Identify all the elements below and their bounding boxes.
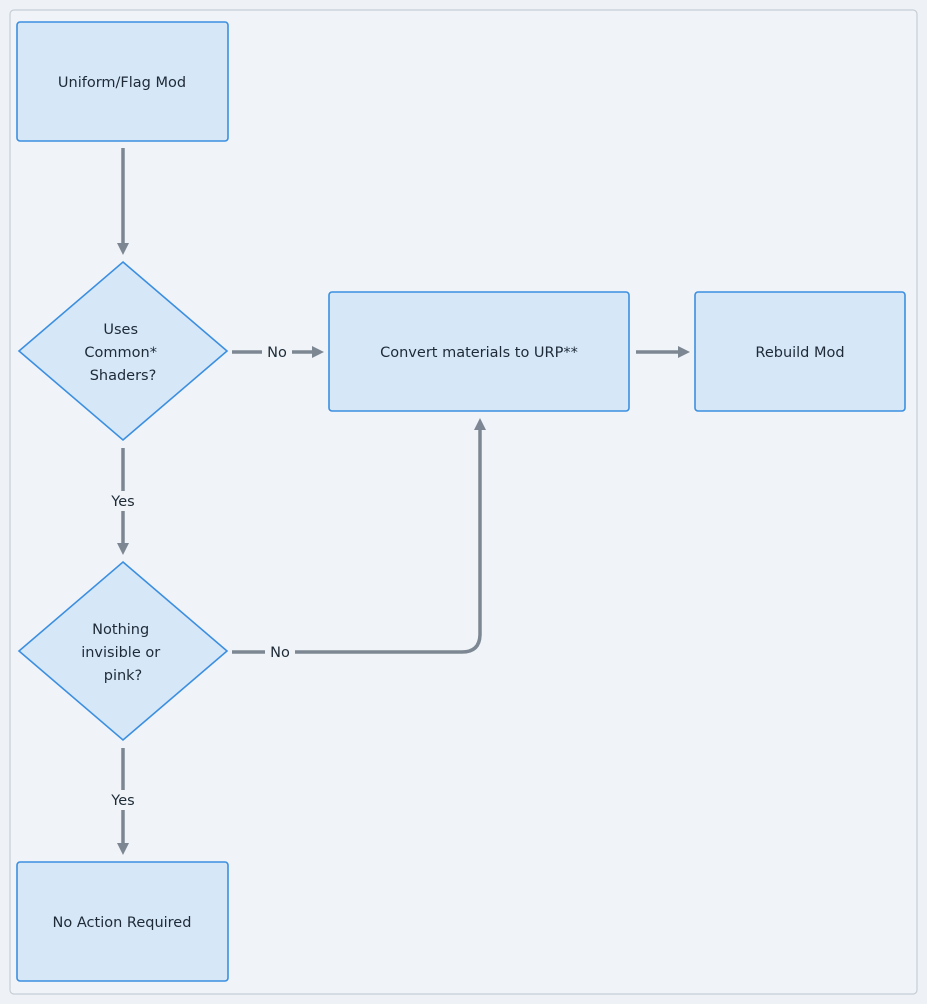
node-rebuild-mod: Rebuild Mod	[694, 291, 906, 412]
node-label: No Action Required	[53, 915, 192, 931]
edge-label-yes: Yes	[110, 494, 134, 510]
node-box	[16, 861, 229, 982]
edge-label-bg	[104, 790, 142, 810]
edge-shaders-to-nothing: Yes	[104, 448, 142, 555]
edge-label-no: No	[270, 645, 290, 661]
node-box	[328, 291, 630, 412]
node-label: Convert materials to URP**	[380, 345, 578, 361]
edge-line	[232, 430, 482, 654]
node-uses-common-shaders: Uses Common* Shaders?	[17, 260, 229, 442]
node-uniform-flag-mod: Uniform/Flag Mod	[16, 21, 229, 142]
node-no-action-required: No Action Required	[16, 861, 229, 982]
edge-label-bg	[104, 491, 142, 511]
arrowhead	[117, 543, 129, 555]
node-convert-materials: Convert materials to URP**	[328, 291, 630, 412]
node-box	[16, 21, 229, 142]
edge-label-bg	[265, 643, 295, 661]
edge-nothing-to-convert: No	[232, 418, 486, 661]
diagram-frame	[9, 9, 918, 995]
edge-start-to-shaders	[117, 148, 129, 255]
node-label: Nothing invisible or pink?	[81, 622, 165, 684]
edge-label-no: No	[267, 345, 287, 361]
node-label: Rebuild Mod	[755, 345, 844, 361]
edge-label-yes: Yes	[110, 793, 134, 809]
node-box	[694, 291, 906, 412]
node-label: Uses Common* Shaders?	[84, 322, 161, 384]
decision-diamond	[17, 560, 229, 742]
arrowhead	[678, 346, 690, 358]
node-nothing-invisible-or-pink: Nothing invisible or pink?	[17, 560, 229, 742]
arrowhead	[117, 843, 129, 855]
edge-convert-to-rebuild	[636, 346, 690, 358]
edge-label-bg	[262, 343, 292, 361]
edge-shaders-to-convert: No	[232, 343, 324, 361]
node-label: Uniform/Flag Mod	[58, 75, 186, 91]
arrowhead	[117, 243, 129, 255]
edge-nothing-to-noaction: Yes	[104, 748, 142, 855]
decision-diamond	[17, 260, 229, 442]
arrowhead	[312, 346, 324, 358]
arrowhead	[474, 418, 486, 430]
